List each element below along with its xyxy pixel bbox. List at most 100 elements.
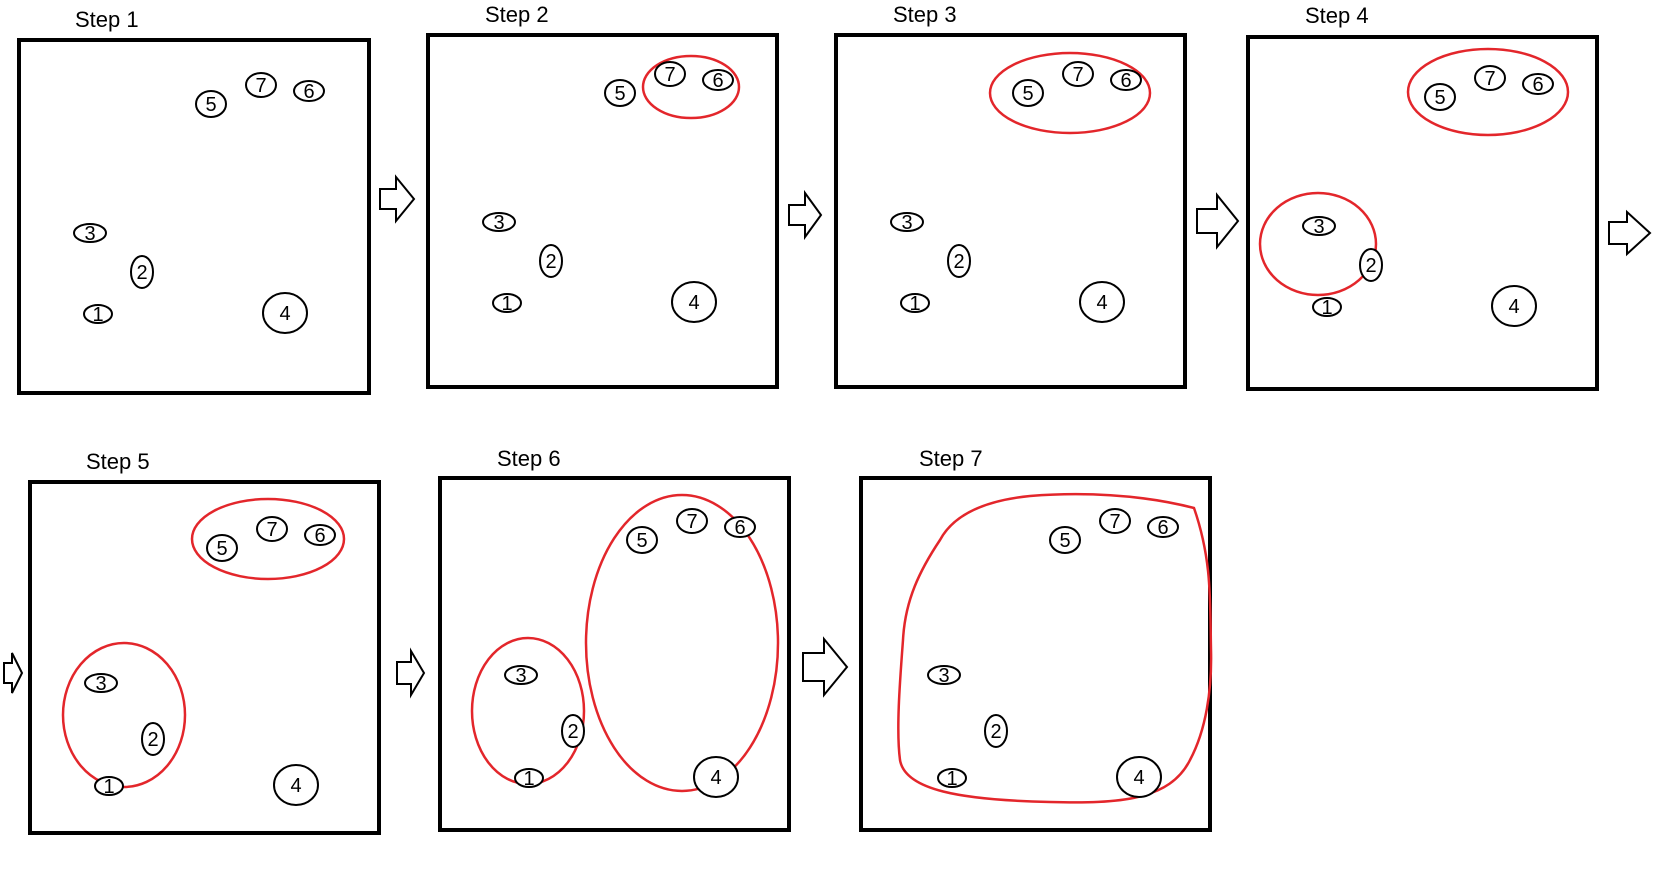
point-marker bbox=[514, 768, 544, 788]
cluster-outline bbox=[641, 54, 741, 120]
point-label: 3 bbox=[84, 223, 95, 245]
data-point-3: 3 bbox=[927, 665, 961, 687]
data-point-2: 2 bbox=[561, 714, 585, 748]
data-point-1: 1 bbox=[900, 293, 930, 315]
data-point-2: 2 bbox=[141, 722, 165, 756]
point-label: 3 bbox=[938, 665, 949, 687]
point-label: 1 bbox=[909, 293, 920, 315]
data-point-4: 4 bbox=[1491, 285, 1537, 327]
panel-step-2 bbox=[426, 33, 779, 389]
point-marker bbox=[693, 756, 739, 798]
point-marker bbox=[1522, 73, 1554, 95]
point-label: 7 bbox=[1072, 64, 1083, 86]
data-point-4: 4 bbox=[1116, 756, 1162, 798]
data-point-3: 3 bbox=[73, 223, 107, 245]
points-layer: 1234567123456712345671234567123456712345… bbox=[73, 61, 1554, 806]
point-label: 4 bbox=[279, 303, 290, 325]
point-label: 7 bbox=[686, 511, 697, 533]
data-point-7: 7 bbox=[1099, 508, 1131, 534]
point-marker bbox=[1049, 526, 1081, 554]
step-6-title: Step 6 bbox=[497, 446, 561, 471]
point-label: 2 bbox=[147, 729, 158, 751]
data-point-1: 1 bbox=[937, 768, 967, 790]
point-marker bbox=[561, 714, 585, 748]
data-point-5: 5 bbox=[195, 90, 227, 118]
point-label: 1 bbox=[523, 768, 534, 790]
point-label: 5 bbox=[636, 530, 647, 552]
point-marker bbox=[900, 293, 930, 313]
point-label: 2 bbox=[990, 721, 1001, 743]
point-label: 5 bbox=[1059, 530, 1070, 552]
data-point-3: 3 bbox=[504, 665, 538, 687]
point-marker bbox=[293, 80, 325, 102]
cluster-outline bbox=[584, 493, 780, 793]
data-point-3: 3 bbox=[890, 212, 924, 234]
point-label: 3 bbox=[493, 212, 504, 234]
point-marker bbox=[141, 722, 165, 756]
step-4-title: Step 4 bbox=[1305, 3, 1369, 28]
data-point-6: 6 bbox=[1147, 516, 1179, 539]
right-arrow-icon bbox=[802, 636, 849, 698]
point-marker bbox=[262, 292, 308, 334]
point-label: 1 bbox=[103, 776, 114, 798]
point-marker bbox=[83, 304, 113, 324]
data-point-7: 7 bbox=[676, 508, 708, 534]
cluster-outline bbox=[988, 51, 1152, 135]
panel-step-3 bbox=[834, 33, 1187, 389]
point-marker bbox=[676, 508, 708, 534]
data-point-6: 6 bbox=[1522, 73, 1554, 96]
point-label: 4 bbox=[688, 292, 699, 314]
data-point-1: 1 bbox=[83, 304, 113, 326]
point-marker bbox=[273, 764, 319, 806]
point-marker bbox=[539, 244, 563, 278]
point-marker bbox=[1312, 297, 1342, 317]
step-3-title: Step 3 bbox=[893, 2, 957, 27]
point-marker bbox=[890, 212, 924, 232]
point-marker bbox=[702, 69, 734, 91]
point-marker bbox=[947, 244, 971, 278]
data-point-5: 5 bbox=[604, 79, 636, 107]
point-label: 7 bbox=[1109, 511, 1120, 533]
point-label: 7 bbox=[266, 519, 277, 541]
point-marker bbox=[604, 79, 636, 107]
point-label: 3 bbox=[901, 212, 912, 234]
point-marker bbox=[1062, 61, 1094, 87]
data-point-2: 2 bbox=[984, 714, 1008, 748]
point-label: 6 bbox=[734, 517, 745, 539]
data-point-5: 5 bbox=[1012, 79, 1044, 107]
step-5-title: Step 5 bbox=[86, 449, 150, 474]
point-label: 5 bbox=[216, 538, 227, 560]
point-marker bbox=[195, 90, 227, 118]
data-point-5: 5 bbox=[1424, 83, 1456, 111]
point-marker bbox=[1116, 756, 1162, 798]
right-arrow-icon bbox=[1196, 192, 1240, 250]
point-label: 1 bbox=[1321, 297, 1332, 319]
panel-step-5 bbox=[28, 480, 381, 835]
point-marker bbox=[482, 212, 516, 232]
cluster-outline bbox=[61, 641, 187, 789]
point-marker bbox=[130, 255, 154, 289]
point-label: 1 bbox=[92, 304, 103, 326]
data-point-1: 1 bbox=[492, 293, 522, 315]
right-arrow-icon bbox=[379, 174, 416, 224]
point-label: 1 bbox=[501, 293, 512, 315]
data-point-4: 4 bbox=[671, 281, 717, 323]
cluster-outline bbox=[1406, 47, 1570, 137]
point-label: 7 bbox=[255, 75, 266, 97]
point-marker bbox=[504, 665, 538, 685]
point-marker bbox=[1099, 508, 1131, 534]
point-label: 5 bbox=[1434, 87, 1445, 109]
point-label: 7 bbox=[1484, 68, 1495, 90]
point-label: 2 bbox=[1365, 255, 1376, 277]
point-marker bbox=[671, 281, 717, 323]
data-point-2: 2 bbox=[1359, 248, 1383, 282]
panel-step-6 bbox=[438, 476, 791, 832]
data-point-2: 2 bbox=[539, 244, 563, 278]
point-marker bbox=[1147, 516, 1179, 538]
point-marker bbox=[1474, 65, 1506, 91]
data-point-4: 4 bbox=[262, 292, 308, 334]
point-label: 5 bbox=[1022, 83, 1033, 105]
data-point-1: 1 bbox=[514, 768, 544, 790]
